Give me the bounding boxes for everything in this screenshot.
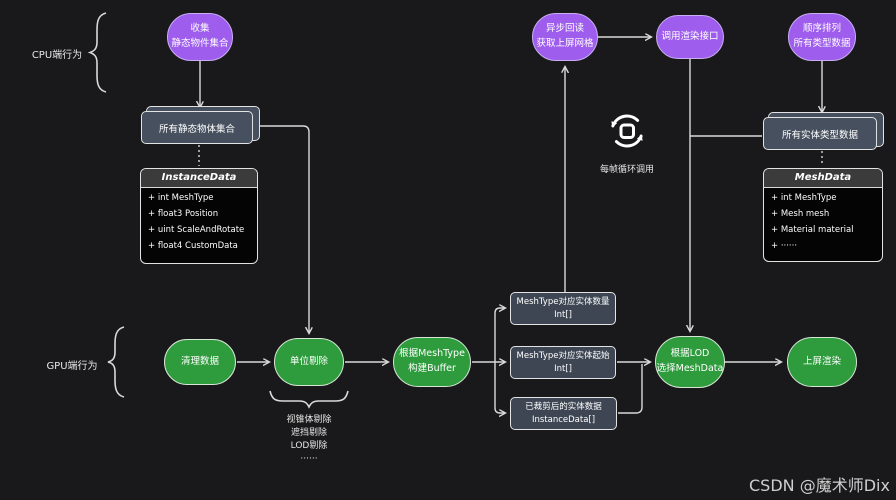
node-screen-render: 上屏渲染 <box>787 337 857 387</box>
node-select-lod-line2: 选择MeshData <box>656 363 724 374</box>
node-sort-line2: 所有类型数据 <box>793 38 851 49</box>
box-start-line1: MeshType对应实体起始 <box>516 350 610 361</box>
class-instancedata-field: + int MeshType <box>148 193 214 203</box>
node-call-render: 调用渲染接口 <box>656 15 724 59</box>
node-async-line2: 获取上屏网格 <box>536 38 594 49</box>
class-meshdata: MeshData + int MeshType + Mesh mesh + Ma… <box>763 168 883 262</box>
box-static-set-label: 所有静态物体集合 <box>158 123 235 135</box>
node-cull: 单位剔除 <box>274 338 344 386</box>
edge-staticset-cull <box>253 125 309 333</box>
watermark: CSDN @魔术师Dix <box>749 476 890 495</box>
gpu-brace <box>107 326 125 398</box>
edge-buildbuffer-culled <box>494 362 505 413</box>
node-collect-line2: 静态物件集合 <box>171 38 229 49</box>
box-qty: MeshType对应实体数量 Int[] <box>510 292 616 325</box>
loop-refresh-icon <box>611 114 643 148</box>
cull-note-line4: ······ <box>300 454 318 464</box>
node-screen-render-line1: 上屏渲染 <box>802 355 841 367</box>
class-meshdata-field: + Mesh mesh <box>771 209 830 219</box>
gpu-section-label: GPU端行为 <box>46 361 98 372</box>
node-async-line1: 异步回读 <box>545 23 584 35</box>
node-async-readback: 异步回读 获取上屏网格 <box>532 13 598 61</box>
node-clean-line1: 清理数据 <box>180 355 219 367</box>
class-instancedata-title: InstanceData <box>141 169 257 188</box>
class-instancedata: InstanceData + int MeshType + float3 Pos… <box>140 168 258 264</box>
cull-note: 视锥体剔除 遮挡剔除 LOD剔除 ······ <box>269 414 349 466</box>
cull-note-line2: 遮挡剔除 <box>290 428 327 438</box>
box-entity-set: 所有实体类型数据 <box>763 117 877 150</box>
cpu-brace <box>87 12 107 93</box>
class-meshdata-title: MeshData <box>764 169 882 188</box>
class-instancedata-field: + uint ScaleAndRotate <box>148 225 245 235</box>
loop-label: 每帧循环调用 <box>599 165 654 175</box>
node-cull-line1: 单位剔除 <box>289 355 328 367</box>
node-select-lod: 根据LOD 选择MeshData <box>655 336 725 388</box>
box-start: MeshType对应实体起始 Int[] <box>510 346 616 379</box>
node-sort-line1: 顺序排列 <box>802 23 841 35</box>
class-meshdata-field: + Material material <box>771 225 854 235</box>
class-instancedata-field: + float3 Position <box>148 209 219 219</box>
node-build-buffer-line2: 构建Buffer <box>408 363 456 374</box>
cpu-section-label: CPU端行为 <box>31 50 83 61</box>
class-meshdata-field: + ······ <box>771 241 798 251</box>
edge-culled-merge <box>618 364 643 414</box>
node-select-lod-line1: 根据LOD <box>670 348 710 360</box>
box-culled-line1: 已裁剪后的实体数据 <box>525 401 602 412</box>
node-build-buffer: 根据MeshType 构建Buffer <box>393 337 471 387</box>
cull-note-line1: 视锥体剔除 <box>286 415 332 425</box>
node-call-render-line1: 调用渲染接口 <box>661 30 719 42</box>
node-clean: 清理数据 <box>164 339 236 385</box>
class-meshdata-field: + int MeshType <box>771 193 837 203</box>
node-sort-all: 顺序排列 所有类型数据 <box>788 13 856 61</box>
class-instancedata-field: + float4 CustomData <box>148 241 238 251</box>
box-qty-line1: MeshType对应实体数量 <box>516 296 610 307</box>
node-build-buffer-line1: 根据MeshType <box>399 348 465 360</box>
node-collect: 收集 静态物件集合 <box>167 13 233 61</box>
edge-buildbuffer-qty <box>494 308 505 362</box>
cull-brace <box>269 390 349 409</box>
node-collect-line1: 收集 <box>190 23 210 35</box>
box-qty-line2: Int[] <box>554 309 572 320</box>
box-entity-set-label: 所有实体类型数据 <box>781 129 858 141</box>
cull-note-line3: LOD剔除 <box>290 441 328 451</box>
box-start-line2: Int[] <box>554 363 572 374</box>
box-static-set: 所有静态物体集合 <box>141 111 253 144</box>
box-culled: 已裁剪后的实体数据 InstanceData[] <box>510 397 617 430</box>
box-culled-line2: InstanceData[] <box>531 414 596 425</box>
